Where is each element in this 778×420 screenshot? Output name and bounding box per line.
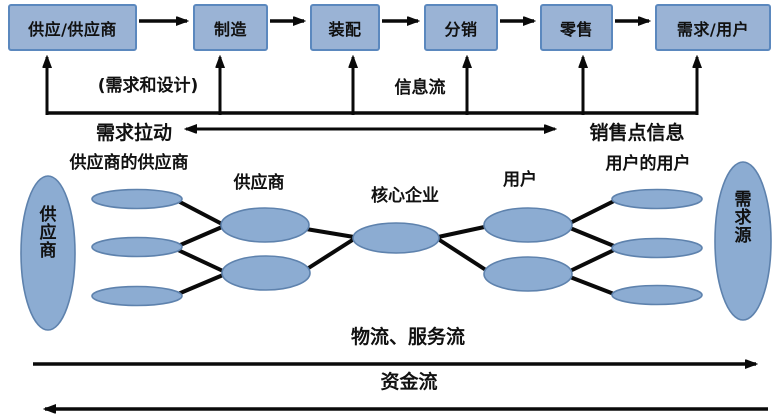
supply-source-ellipse (20, 175, 76, 331)
stage-box-manufacture: 制造 (193, 4, 268, 51)
users-user-ellipse-2 (611, 237, 703, 259)
supplier-label: 供应商 (233, 173, 285, 193)
suppliers-supplier-ellipse-1 (91, 188, 183, 210)
information-flow-label: 信息流 (394, 78, 446, 98)
stage-label: 零售 (559, 19, 593, 39)
user-label: 用户 (503, 170, 537, 190)
suppliers-supplier-ellipse-3 (91, 285, 183, 307)
network-link (177, 248, 224, 273)
users-user-ellipse-3 (611, 284, 703, 306)
network-link (305, 237, 356, 271)
supply-source-label: 供应商 (39, 205, 57, 261)
demand-design-label: (需求和设计) (97, 76, 199, 96)
supplier-ellipse-2 (221, 255, 311, 291)
stage-label: 装配 (328, 19, 362, 39)
network-link (436, 237, 491, 274)
network-link (177, 199, 223, 226)
supplier-ellipse-1 (220, 207, 310, 243)
core-company-ellipse (352, 222, 440, 254)
stage-label: 分销 (444, 19, 478, 39)
network-link (569, 226, 615, 248)
pos-information-label: 销售点信息 (589, 122, 685, 144)
core-company-label: 核心企业 (371, 186, 439, 206)
stage-label: 制造 (213, 19, 247, 39)
users-user-ellipse-1 (611, 188, 703, 210)
network-link (437, 224, 490, 239)
user-ellipse-1 (483, 207, 573, 243)
stage-box-distribution: 分销 (424, 4, 498, 51)
stage-box-assembly: 装配 (310, 4, 380, 51)
network-link (177, 225, 223, 248)
stage-box-demand: 需求/用户 (655, 4, 771, 51)
stage-box-retail: 零售 (540, 4, 613, 51)
users-user-label: 用户的用户 (605, 154, 691, 174)
network-link (177, 273, 224, 296)
stage-label: 需求/用户 (676, 19, 750, 39)
user-ellipse-2 (483, 256, 573, 292)
demand-source-ellipse (714, 161, 772, 321)
demand-source-label: 需求源 (734, 190, 752, 246)
capital-flow-label: 资金流 (380, 371, 438, 393)
suppliers-supplier-label: 供应商的供应商 (69, 153, 189, 173)
suppliers-supplier-ellipse-2 (91, 236, 183, 258)
stage-label: 供应/供应商 (28, 19, 117, 39)
network-link (305, 227, 355, 239)
network-link (569, 248, 615, 273)
demand-pull-label: 需求拉动 (95, 122, 173, 144)
network-link (569, 275, 615, 296)
logistics-service-flow-label: 物流、服务流 (350, 326, 466, 348)
network-link (569, 199, 615, 225)
stage-box-supply: 供应/供应商 (8, 4, 137, 51)
